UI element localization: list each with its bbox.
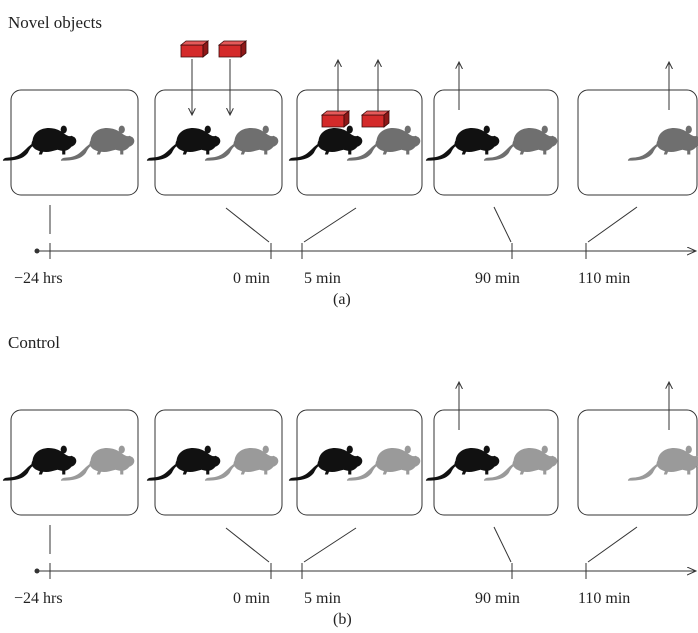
stage-box-1 bbox=[2, 89, 139, 196]
box-connector bbox=[303, 207, 357, 243]
novel-object-icon bbox=[179, 40, 210, 58]
stage-box-4 bbox=[425, 382, 559, 516]
novel-object-icon bbox=[320, 110, 351, 128]
box-connector bbox=[225, 527, 270, 563]
box-connector bbox=[587, 526, 638, 563]
panel-sublabel: (b) bbox=[333, 611, 352, 628]
time-label: 90 min bbox=[475, 590, 520, 607]
panel-a: Novel objects −24 hrs 0 min 5 min 90 min 110 … bbox=[2, 13, 698, 308]
box-connector bbox=[587, 206, 638, 243]
box-connector bbox=[493, 206, 512, 243]
timeline-axis: −24 hrs 0 min 5 min 90 min 110 min bbox=[14, 525, 696, 607]
panel-title: Novel objects bbox=[8, 13, 102, 32]
stage-box-1 bbox=[2, 409, 139, 516]
novel-object-icon bbox=[360, 110, 391, 128]
novel-object-icon bbox=[217, 40, 248, 58]
stage-box-5 bbox=[577, 382, 698, 516]
time-label: 90 min bbox=[475, 270, 520, 287]
box-connector bbox=[303, 527, 357, 563]
panel-sublabel: (a) bbox=[333, 291, 351, 308]
box-connector bbox=[493, 526, 512, 563]
stage-box-3 bbox=[288, 409, 423, 516]
timeline-axis: −24 hrs 0 min 5 min 90 min 110 min bbox=[14, 205, 696, 287]
time-label: −24 hrs bbox=[14, 270, 63, 287]
time-label: −24 hrs bbox=[14, 590, 63, 607]
time-label: 5 min bbox=[304, 270, 341, 287]
stage-box-2 bbox=[146, 40, 283, 196]
stage-box-3 bbox=[288, 60, 423, 196]
time-label: 0 min bbox=[233, 270, 270, 287]
stage-box-4 bbox=[425, 62, 559, 196]
panel-title: Control bbox=[8, 333, 60, 352]
stage-box-5 bbox=[577, 62, 698, 196]
panel-b: Control −24 hrs 0 min 5 min 90 min 110 min (b) bbox=[2, 333, 698, 628]
time-label: 5 min bbox=[304, 590, 341, 607]
stage-box-2 bbox=[146, 409, 283, 516]
time-label: 110 min bbox=[578, 590, 630, 607]
box-connector bbox=[225, 207, 270, 243]
time-label: 0 min bbox=[233, 590, 270, 607]
time-label: 110 min bbox=[578, 270, 630, 287]
